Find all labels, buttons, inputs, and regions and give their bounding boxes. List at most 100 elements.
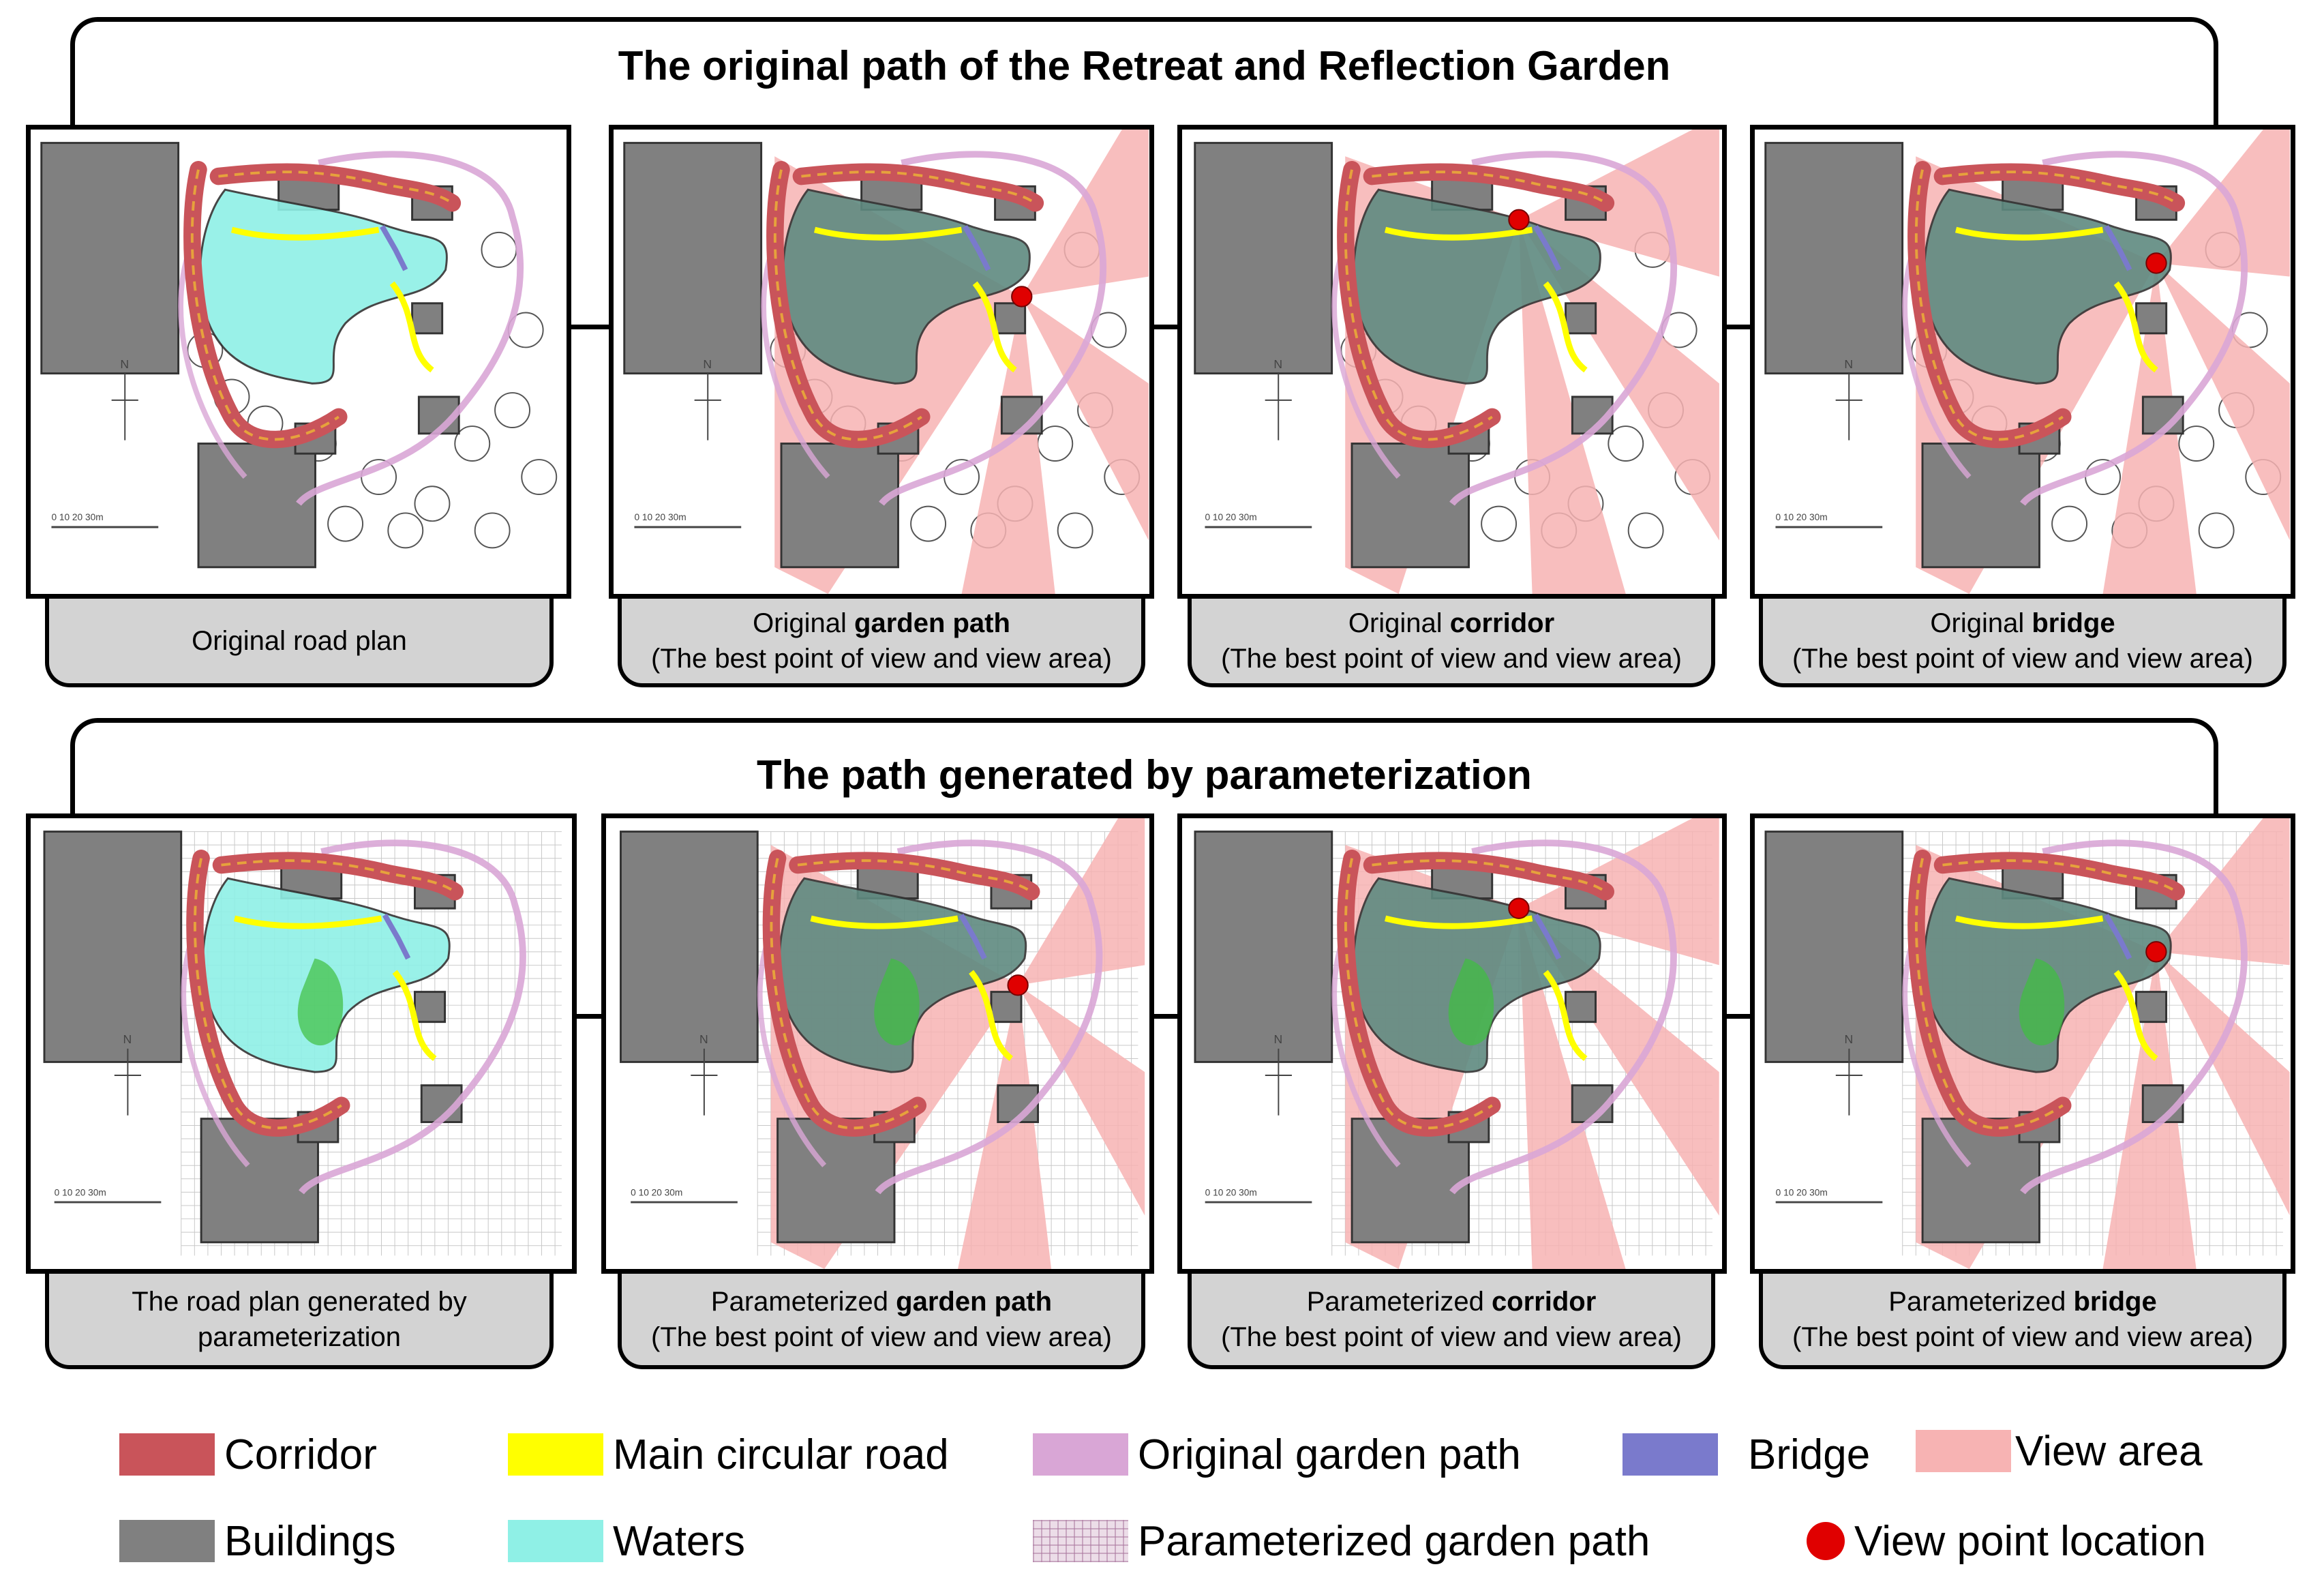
scale-label: 0 10 20 30m bbox=[634, 512, 686, 522]
view-point-marker bbox=[1508, 897, 1530, 919]
caption-param-corridor: Parameterized corridor (The best point o… bbox=[1188, 1274, 1715, 1369]
tree-icon bbox=[327, 505, 364, 542]
tree-icon bbox=[1608, 425, 1644, 462]
corridor-centerline bbox=[193, 858, 456, 1130]
bridge bbox=[382, 914, 411, 960]
legend-label: Original garden path bbox=[1138, 1431, 1521, 1478]
garden-plan-map: N0 10 20 30m bbox=[1764, 130, 2290, 594]
north-label: N bbox=[703, 357, 712, 371]
garden-plan-map: N0 10 20 30m bbox=[620, 818, 1145, 1269]
planted-area bbox=[1448, 958, 1494, 1046]
building bbox=[197, 443, 316, 569]
bridge bbox=[963, 225, 991, 271]
north-label: N bbox=[1273, 357, 1282, 371]
legend-corridor: Corridor bbox=[119, 1429, 377, 1480]
main-road bbox=[1385, 915, 1588, 1062]
view-area-wedge bbox=[1018, 818, 1145, 985]
map-panel-original-garden-path: N 0 10 20 30m bbox=[609, 125, 1154, 599]
north-label: N bbox=[120, 357, 129, 371]
view-area-wedge bbox=[2156, 818, 2290, 966]
legend-label: View point location bbox=[1854, 1517, 2206, 1565]
caption-line1: The road plan generated by bbox=[132, 1287, 467, 1317]
building bbox=[1565, 302, 1597, 335]
scale-label: 0 10 20 30m bbox=[51, 512, 103, 522]
north-label: N bbox=[699, 1032, 708, 1046]
building bbox=[1764, 142, 1904, 375]
legend-swatch bbox=[1033, 1520, 1128, 1562]
legend-buildings: Buildings bbox=[119, 1515, 396, 1567]
legend-parameterized-garden-path: Parameterized garden path bbox=[1033, 1515, 1650, 1567]
caption-bold: garden path bbox=[896, 1287, 1053, 1317]
connector bbox=[569, 325, 611, 329]
buildings bbox=[1764, 831, 2184, 1244]
legend-waters: Waters bbox=[508, 1515, 745, 1567]
caption-prefix: Original bbox=[753, 608, 855, 638]
legend-bridge: Bridge bbox=[1623, 1429, 1870, 1480]
north-arrow-icon bbox=[1835, 1048, 1862, 1116]
legend-swatch bbox=[1623, 1433, 1718, 1476]
water-body bbox=[199, 188, 448, 385]
main-road bbox=[1955, 226, 2158, 373]
caption-original-corridor: Original corridor (The best point of vie… bbox=[1188, 599, 1715, 687]
main-road bbox=[230, 226, 434, 373]
corridor-centerline bbox=[1914, 169, 2177, 441]
legend-swatch bbox=[119, 1520, 215, 1562]
view-point-marker bbox=[1007, 974, 1029, 996]
caption-original-road-plan: Original road plan bbox=[45, 599, 554, 687]
scale-label: 0 10 20 30m bbox=[1205, 512, 1256, 522]
caption-bold: garden path bbox=[854, 608, 1010, 638]
garden-plan-map: N 0 10 20 30m bbox=[623, 130, 1149, 594]
section-parameterized-title: The path generated by parameterization bbox=[757, 752, 1532, 798]
legend-main-circular-road: Main circular road bbox=[508, 1429, 949, 1480]
view-area-wedge bbox=[2156, 951, 2290, 1216]
garden-path bbox=[296, 151, 524, 506]
connector bbox=[1725, 1014, 1752, 1019]
map-panel-original-corridor: N 0 10 20 30m bbox=[1177, 125, 1727, 599]
building bbox=[40, 142, 180, 375]
tree-icon bbox=[414, 485, 451, 522]
legend-view-area: View area bbox=[1916, 1425, 2203, 1477]
legend-label: Waters bbox=[613, 1517, 746, 1565]
garden-plan-map: N 0 10 20 30m bbox=[1764, 818, 2290, 1269]
tree-icon bbox=[910, 505, 947, 542]
caption-line2: (The best point of view and view area) bbox=[651, 1322, 1112, 1352]
caption-param-bridge: Parameterized bridge (The best point of … bbox=[1759, 1274, 2287, 1369]
legend-label: Parameterized garden path bbox=[1138, 1517, 1650, 1565]
bridge bbox=[2104, 914, 2132, 960]
building bbox=[623, 142, 763, 375]
corridor-centerline bbox=[190, 169, 453, 441]
corridor-centerline bbox=[770, 858, 1032, 1130]
caption-line2: (The best point of view and view area) bbox=[1221, 644, 1682, 674]
legend-swatch bbox=[1916, 1430, 2011, 1472]
north-label: N bbox=[1845, 1032, 1854, 1046]
view-point-icon bbox=[1807, 1522, 1845, 1560]
garden-path bbox=[2020, 839, 2248, 1195]
garden-path bbox=[875, 839, 1103, 1195]
north-arrow-icon bbox=[691, 1048, 718, 1116]
view-area-wedge bbox=[2156, 130, 2290, 277]
tree-icon bbox=[521, 459, 558, 495]
view-point-marker bbox=[2145, 252, 2167, 274]
building bbox=[1350, 443, 1470, 569]
planted-area bbox=[297, 958, 344, 1046]
garden-path bbox=[299, 839, 526, 1195]
building bbox=[1921, 443, 2040, 569]
tree-icon bbox=[474, 512, 511, 549]
tree-icon bbox=[454, 425, 491, 462]
caption-line2: (The best point of view and view area) bbox=[1792, 1322, 2253, 1352]
tree-icon bbox=[2051, 505, 2088, 542]
planted-area bbox=[874, 958, 920, 1046]
connector bbox=[1152, 1014, 1179, 1019]
water-body bbox=[782, 188, 1031, 385]
connector bbox=[1725, 325, 1752, 329]
north-arrow-icon bbox=[1265, 373, 1292, 440]
bridge bbox=[959, 914, 987, 960]
building bbox=[1194, 142, 1333, 375]
north-arrow-icon bbox=[111, 373, 138, 440]
tree-icon bbox=[494, 392, 531, 428]
scale-label: 0 10 20 30m bbox=[1776, 1187, 1828, 1197]
section-parameterized-frame: The path generated by parameterization bbox=[70, 718, 2218, 818]
connector bbox=[1152, 325, 1179, 329]
